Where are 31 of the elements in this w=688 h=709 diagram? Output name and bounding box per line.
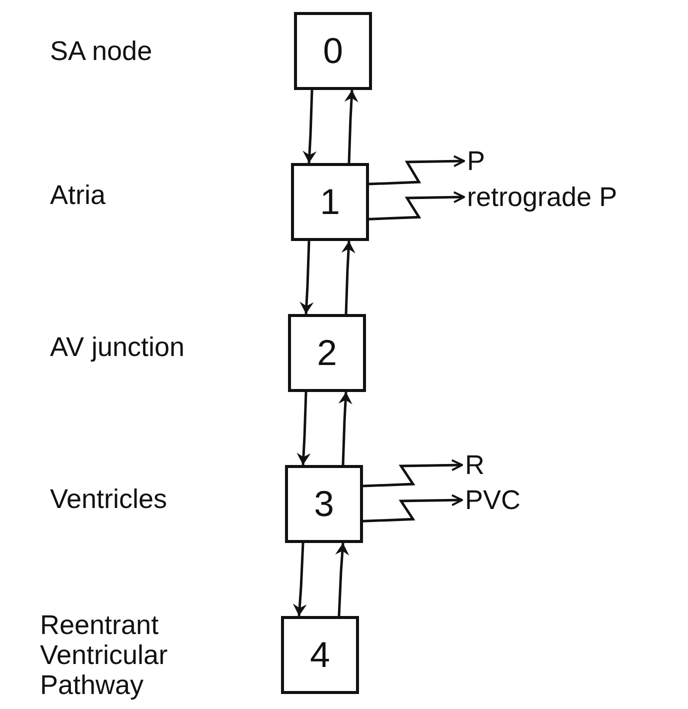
arrow [341,240,356,314]
region-label: SA node [50,36,154,66]
arrow [292,542,307,616]
output-label: PVC [465,485,521,515]
box-number: 0 [322,33,344,69]
region-label: Atria [50,180,107,210]
box-number: 4 [310,637,330,673]
process-box [288,314,366,392]
arrow [338,392,352,466]
region-label: Reentrant Ventricular Pathway [40,610,169,700]
process-box [294,12,372,90]
output-label: R [465,450,484,480]
output-label: P [467,146,486,176]
arrow [335,542,350,616]
box-number: 3 [314,486,334,522]
arrow [302,90,317,164]
zigzag-arrow [368,155,465,186]
output-label: retrograde P [467,182,618,212]
box-number: 1 [320,184,340,220]
zigzag-arrow [362,459,463,488]
process-box [281,616,359,694]
process-box [291,163,369,241]
arrow [344,90,358,164]
region-label: AV junction [50,332,186,362]
box-number: 2 [316,335,338,371]
arrow [296,392,311,466]
process-box [285,465,363,543]
zigzag-arrow [368,191,465,220]
zigzag-arrow [362,494,463,522]
region-label: Ventricles [50,484,168,514]
arrow [300,240,314,314]
